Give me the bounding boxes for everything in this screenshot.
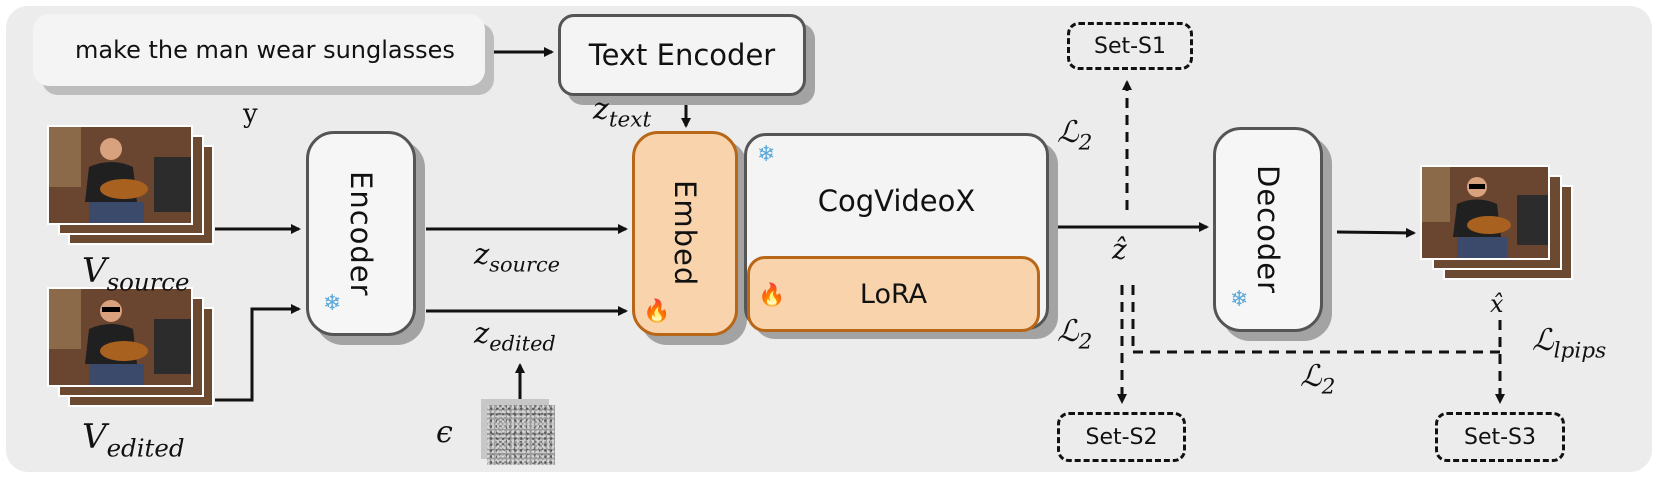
arrow-vedited-to-encoder — [215, 304, 301, 402]
label-epsilon: ϵ — [436, 415, 453, 450]
flame-icon: 🔥 — [758, 283, 786, 308]
embed-block: Embed 🔥 — [632, 131, 738, 336]
set-s1-box: Set-S1 — [1067, 22, 1193, 70]
man-with-guitar-image — [49, 127, 191, 223]
set-s3-box: Set-S3 — [1435, 412, 1565, 462]
noise-patch — [487, 405, 555, 465]
label-y: y — [243, 99, 258, 129]
edited-frame-front — [47, 287, 193, 387]
source-frame-front — [47, 125, 193, 225]
label-z-source: zsource — [474, 237, 561, 277]
set-s1-label: Set-S1 — [1093, 33, 1167, 59]
lora-block: LoRA 🔥 — [747, 256, 1040, 332]
label-l-lpips: ℒlpips — [1532, 323, 1607, 364]
flame-icon: 🔥 — [643, 299, 671, 324]
prompt-input-box: make the man wear sunglasses — [33, 14, 485, 86]
man-with-sunglasses-image — [49, 289, 191, 385]
snowflake-icon: ❄ — [757, 142, 776, 167]
arrow-decoder-to-output — [1336, 227, 1416, 238]
lora-label: LoRA — [859, 278, 928, 310]
label-x-hat: x̂ — [1490, 290, 1504, 318]
label-v-edited: Vedited — [82, 417, 185, 463]
set-s2-box: Set-S2 — [1057, 412, 1186, 462]
text-encoder-label: Text Encoder — [588, 38, 776, 72]
label-l2-mid: ℒ2 — [1057, 314, 1093, 355]
output-man-with-sunglasses-image — [1422, 167, 1548, 258]
label-z-hat: ẑ — [1112, 233, 1127, 266]
output-frame-front — [1420, 165, 1550, 260]
label-z-text: ztext — [593, 92, 652, 133]
label-v-source: Vsource — [82, 251, 190, 297]
encoder-label: Encoder — [344, 170, 378, 297]
decoder-block: Decoder ❄ — [1213, 127, 1323, 332]
text-encoder-block: Text Encoder — [558, 14, 806, 96]
prompt-text: make the man wear sunglasses — [75, 36, 455, 64]
set-s3-label: Set-S3 — [1463, 424, 1537, 450]
encoder-block: Encoder ❄ — [306, 131, 416, 336]
snowflake-icon: ❄ — [323, 291, 342, 316]
label-z-edited: zedited — [474, 316, 556, 356]
label-l2-top: ℒ2 — [1057, 115, 1093, 156]
snowflake-icon: ❄ — [1230, 287, 1249, 312]
cogvideox-label: CogVideoX — [817, 184, 976, 218]
label-l2-bottom: ℒ2 — [1300, 359, 1336, 400]
set-s2-label: Set-S2 — [1085, 424, 1158, 450]
embed-label: Embed — [668, 180, 702, 287]
decoder-label: Decoder — [1251, 164, 1285, 295]
